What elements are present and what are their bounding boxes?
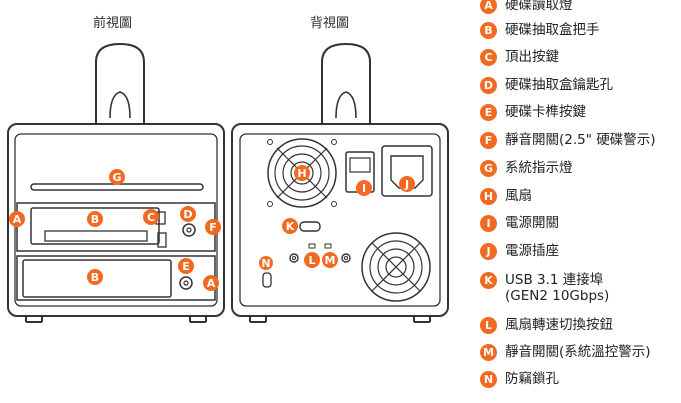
marker-b-upper: B — [87, 211, 103, 227]
legend-item-c: C 頂出按鍵 — [480, 49, 559, 66]
legend-badge-e: E — [480, 104, 497, 121]
legend-label-g: 系統指示燈 — [505, 160, 573, 176]
legend-label-n: 防竊鎖孔 — [505, 371, 559, 387]
legend-item-b: B 硬碟抽取盒把手 — [480, 22, 600, 39]
legend-item-e: E 硬碟卡榫按鍵 — [480, 104, 586, 121]
svg-text:B: B — [91, 271, 99, 284]
svg-text:F: F — [209, 221, 217, 234]
legend-badge-i: I — [480, 215, 497, 232]
legend-badge-c: C — [480, 49, 497, 66]
svg-text:G: G — [112, 171, 121, 184]
marker-f: F — [205, 219, 221, 235]
marker-e: E — [178, 258, 194, 274]
marker-n: N — [259, 256, 273, 270]
legend-badge-a: A — [480, 0, 497, 14]
marker-k: K — [282, 218, 298, 234]
legend-label-h: 風扇 — [505, 188, 532, 204]
legend-label-d: 硬碟抽取盒鑰匙孔 — [505, 77, 613, 93]
svg-text:A: A — [207, 277, 216, 290]
marker-h: H — [294, 165, 310, 181]
legend-badge-h: H — [480, 188, 497, 205]
marker-a-upper: A — [9, 211, 25, 227]
legend-badge-b: B — [480, 22, 497, 39]
legend-badge-d: D — [480, 77, 497, 94]
legend-item-k: K USB 3.1 連接埠 (GEN2 10Gbps) — [480, 272, 609, 304]
legend-label-e: 硬碟卡榫按鍵 — [505, 104, 586, 120]
legend-badge-k: K — [480, 272, 497, 289]
marker-g: G — [109, 169, 125, 185]
legend-item-i: I 電源開關 — [480, 215, 559, 232]
marker-b-lower: B — [87, 269, 103, 285]
legend-badge-l: L — [480, 317, 497, 334]
legend-label-m: 靜音開關(系統溫控警示) — [505, 344, 651, 360]
back-view-title: 背視圖 — [310, 16, 350, 31]
legend-badge-m: M — [480, 344, 497, 361]
legend-item-g: G 系統指示燈 — [480, 160, 573, 177]
legend-badge-g: G — [480, 160, 497, 177]
marker-l: L — [304, 252, 320, 268]
marker-j: J — [399, 176, 415, 192]
svg-text:H: H — [297, 167, 306, 180]
legend-item-a: A 硬碟讀取燈 — [480, 0, 573, 14]
svg-text:K: K — [286, 220, 295, 233]
legend-item-m: M 靜音開關(系統溫控警示) — [480, 344, 651, 361]
legend-badge-j: J — [480, 243, 497, 260]
legend-label-j: 電源插座 — [505, 243, 559, 259]
legend-label-c: 頂出按鍵 — [505, 49, 559, 65]
svg-text:M: M — [325, 254, 336, 267]
legend-badge-f: F — [480, 132, 497, 149]
marker-i: I — [356, 180, 372, 196]
svg-text:B: B — [91, 213, 99, 226]
legend-item-j: J 電源插座 — [480, 243, 559, 260]
svg-text:N: N — [261, 257, 270, 270]
legend-item-h: H 風扇 — [480, 188, 532, 205]
svg-text:L: L — [308, 254, 315, 267]
legend-label-b: 硬碟抽取盒把手 — [505, 22, 600, 38]
legend-item-l: L 風扇轉速切換按鈕 — [480, 317, 613, 334]
legend-item-f: F 靜音開關(2.5" 硬碟警示) — [480, 132, 656, 149]
back-view — [231, 42, 449, 323]
legend-label-i: 電源開關 — [505, 215, 559, 231]
legend-label-k: USB 3.1 連接埠 (GEN2 10Gbps) — [505, 272, 610, 304]
marker-d: D — [180, 206, 196, 222]
svg-text:I: I — [362, 182, 366, 195]
marker-a-lower: A — [203, 275, 219, 291]
svg-text:C: C — [147, 211, 155, 224]
front-view-title: 前視圖 — [93, 16, 133, 31]
svg-text:J: J — [404, 178, 409, 191]
svg-text:D: D — [183, 208, 192, 221]
legend-label-f: 靜音開關(2.5" 硬碟警示) — [505, 132, 656, 148]
legend-item-d: D 硬碟抽取盒鑰匙孔 — [480, 77, 613, 94]
svg-text:E: E — [182, 260, 190, 273]
marker-c: C — [143, 209, 159, 225]
svg-text:A: A — [13, 213, 22, 226]
legend-item-n: N 防竊鎖孔 — [480, 371, 559, 388]
legend-label-a: 硬碟讀取燈 — [505, 0, 573, 13]
legend-label-l: 風扇轉速切換按鈕 — [505, 317, 613, 333]
legend-badge-n: N — [480, 371, 497, 388]
marker-m: M — [322, 252, 338, 268]
